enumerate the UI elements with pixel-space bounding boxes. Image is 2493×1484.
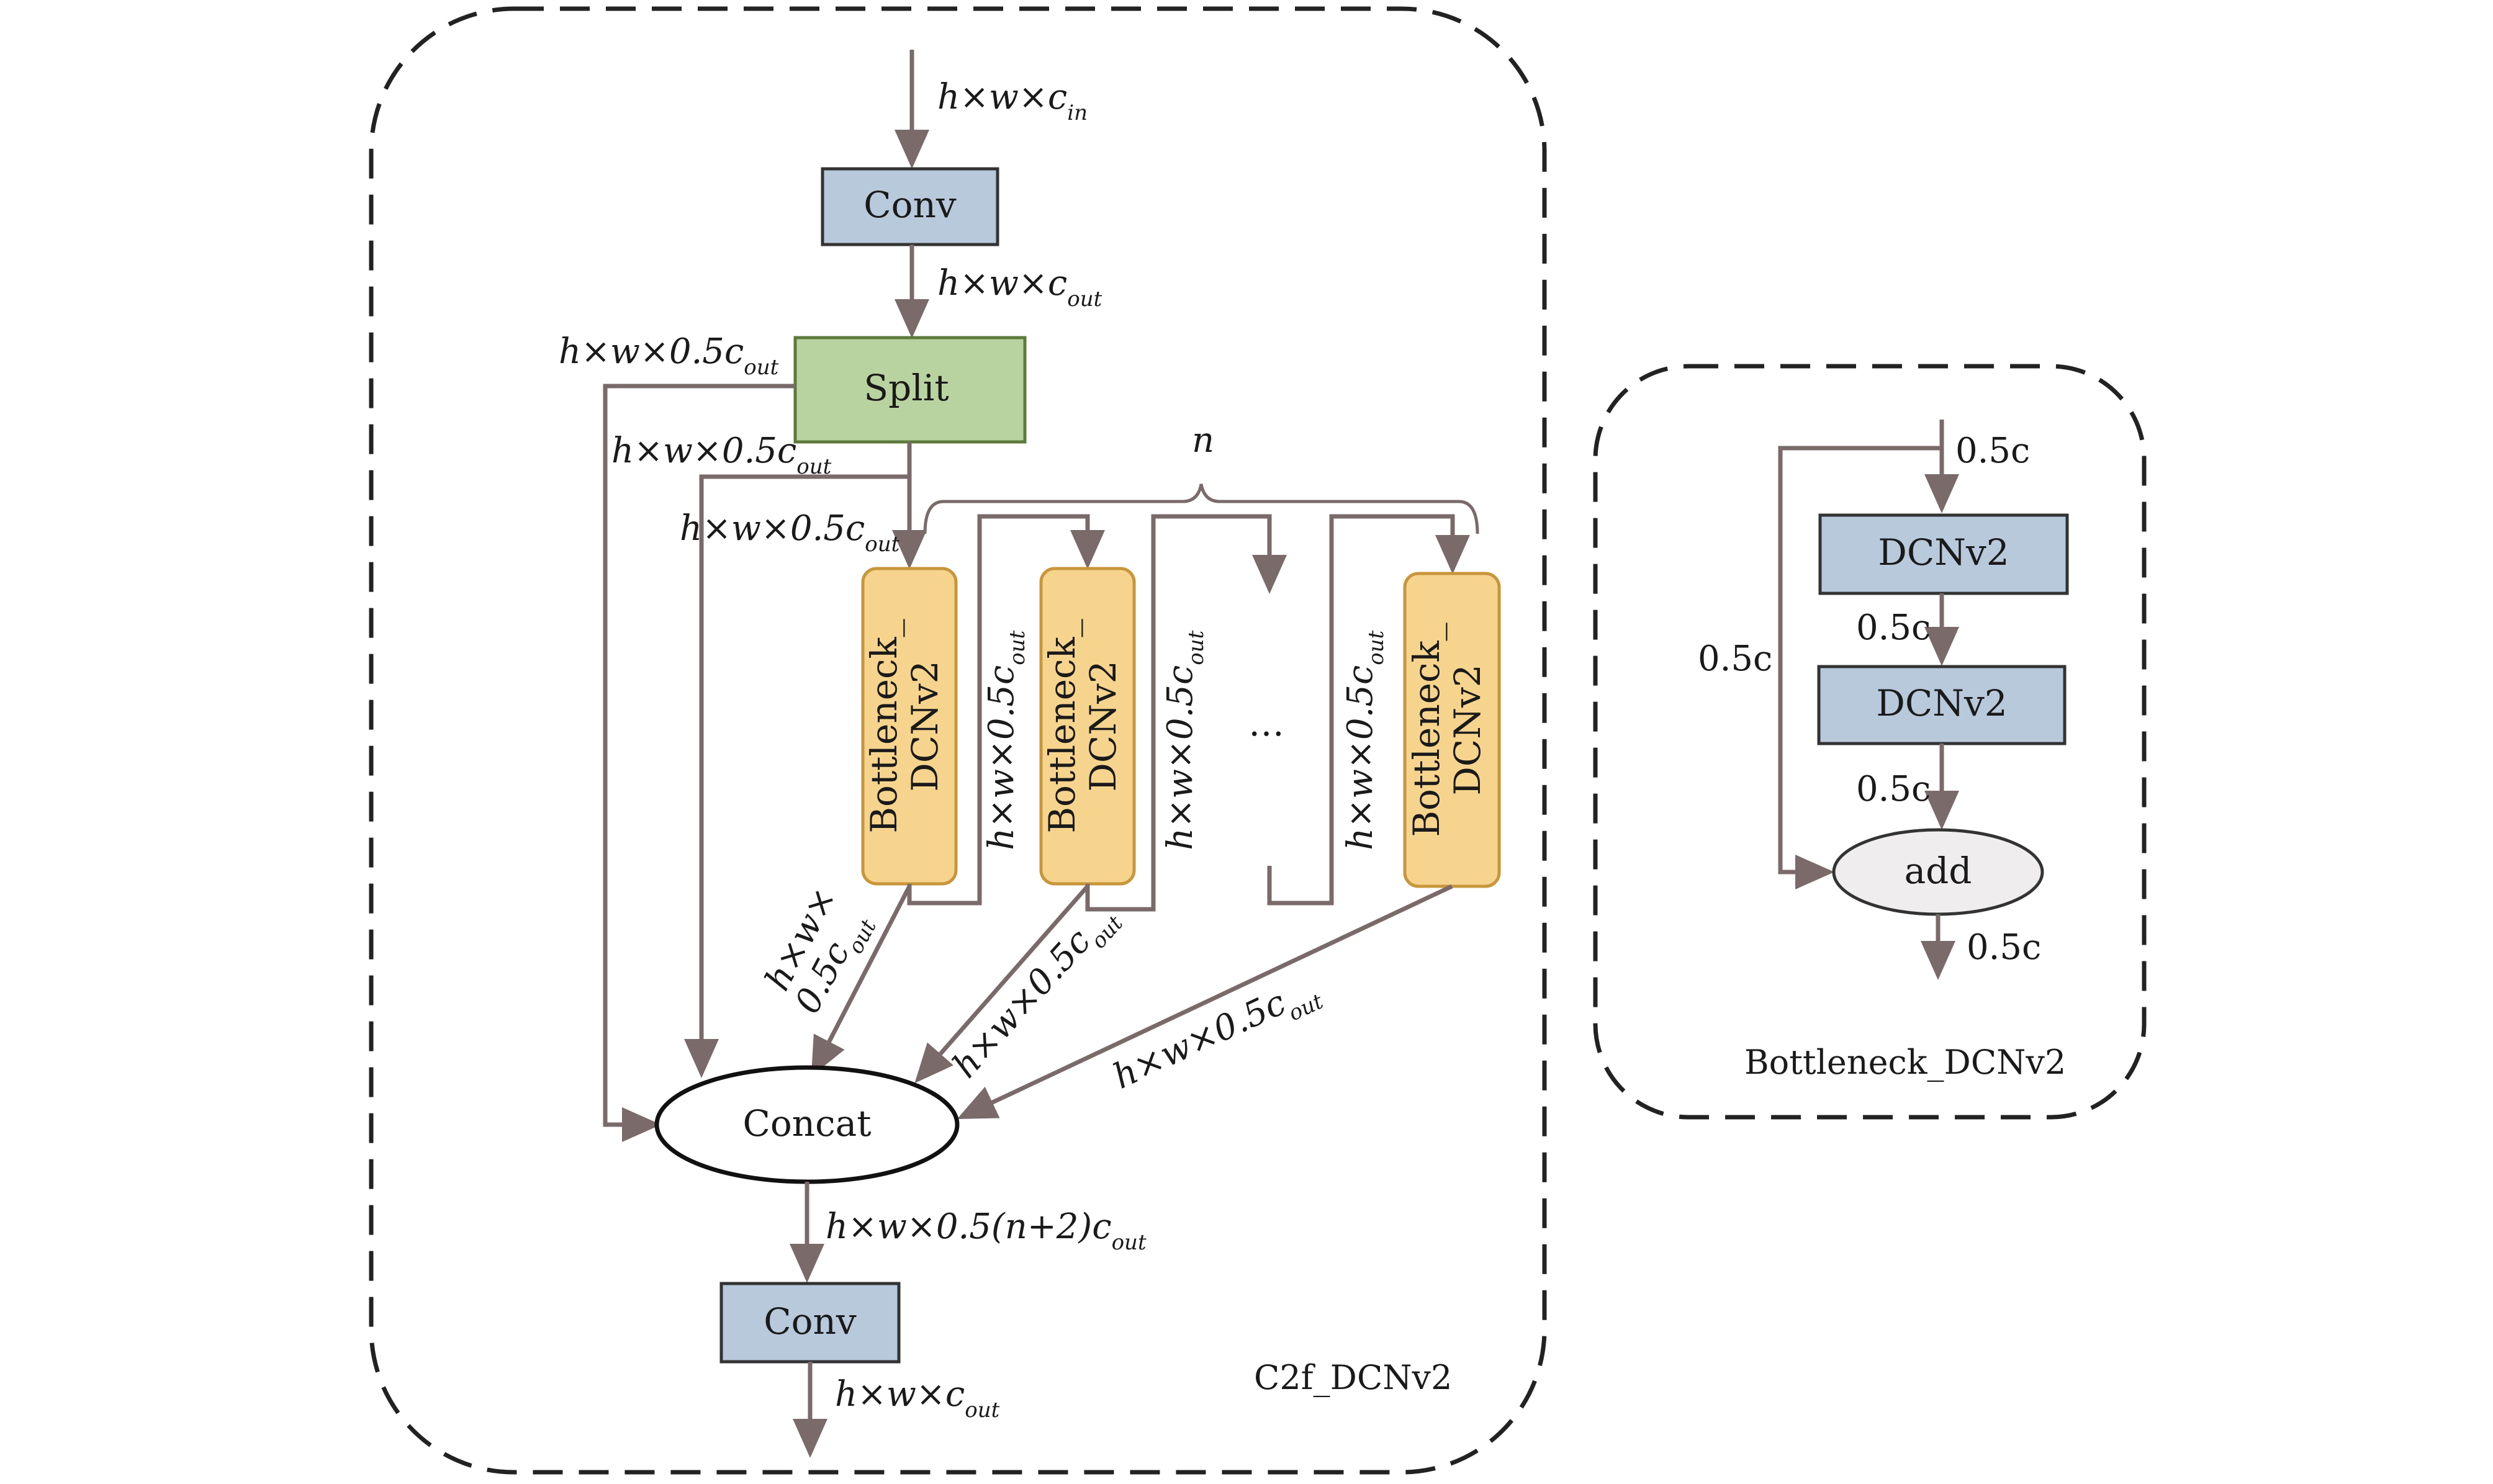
bottleneck-dcnv2-frame bbox=[1593, 364, 2147, 1120]
label-split-inner: h×w×0.5cout bbox=[680, 508, 900, 557]
arrow-bn1-to-bn2 bbox=[907, 514, 1105, 906]
label-to-add: 0.5c bbox=[1856, 769, 1931, 809]
label-right-input: 0.5c bbox=[1955, 431, 2030, 471]
label-final-out: h×w×cout bbox=[835, 1374, 1000, 1423]
label-split-left: h×w×0.5cout bbox=[559, 331, 779, 380]
label-diag3: h×w×0.5cout bbox=[1107, 968, 1327, 1105]
conv-bottom-box bbox=[719, 1282, 901, 1364]
dcnv2-1-label: DCNv2 bbox=[1878, 531, 2009, 573]
c2f-dcnv2-frame bbox=[369, 6, 1547, 1475]
arrow-bn2-to-next bbox=[1085, 514, 1287, 912]
label-diag2: h×w×0.5cout bbox=[945, 895, 1128, 1091]
bottleneck-1-label-2: DCNv2 bbox=[904, 660, 946, 791]
bottleneck-2-label-2: DCNv2 bbox=[1082, 660, 1124, 791]
bottleneck-2-label-1: Bottleneck_ bbox=[1041, 619, 1083, 833]
label-bn2-out: h×w×0.5cout bbox=[1160, 630, 1209, 850]
dcnv2-2-label: DCNv2 bbox=[1876, 682, 2007, 724]
concat-label: Concat bbox=[742, 1102, 871, 1144]
bottleneck-dcnv2-caption: Bottleneck_DCNv2 bbox=[1744, 1043, 2066, 1082]
label-after-conv: h×w×cout bbox=[937, 263, 1102, 312]
label-input: h×w×cin bbox=[937, 77, 1088, 125]
dcnv2-2-box bbox=[1817, 665, 2067, 745]
dcnv2-1-box bbox=[1818, 513, 2069, 595]
split-label: Split bbox=[863, 367, 949, 409]
conv-top-box bbox=[821, 167, 999, 246]
label-bn3-out: h×w×0.5cout bbox=[1340, 630, 1389, 850]
brace-n-label: n bbox=[1192, 420, 1214, 461]
label-concat-out: h×w×0.5(n+2)cout bbox=[826, 1207, 1147, 1255]
add-label: add bbox=[1905, 850, 1972, 892]
label-right-output: 0.5c bbox=[1967, 927, 2041, 968]
arrow-bn2-to-concat bbox=[914, 884, 1089, 1084]
arrow-bn1-to-concat bbox=[811, 885, 912, 1077]
label-split-mid: h×w×0.5cout bbox=[611, 431, 832, 479]
label-between-dcn: 0.5c bbox=[1856, 608, 1931, 648]
bottleneck-n-label-2: DCNv2 bbox=[1446, 664, 1489, 795]
label-bn1-out: h×w×0.5cout bbox=[981, 630, 1030, 850]
arrow-to-bottleneck-n bbox=[1267, 514, 1470, 906]
arrow-bnn-to-concat bbox=[957, 884, 1453, 1120]
conv-bottom-label: Conv bbox=[764, 1300, 857, 1342]
arrow-split-mid-to-concat bbox=[684, 442, 912, 1078]
arrow-split-left-to-concat bbox=[603, 384, 795, 1142]
label-skip: 0.5c bbox=[1698, 639, 1772, 679]
bottleneck-1-label-1: Bottleneck_ bbox=[863, 619, 905, 833]
c2f-dcnv2-caption: C2f_DCNv2 bbox=[1254, 1358, 1452, 1397]
conv-top-label: Conv bbox=[863, 184, 957, 226]
arrow-skip-to-add bbox=[1778, 446, 1942, 889]
bottleneck-ellipsis: … bbox=[1248, 702, 1284, 744]
brace-n bbox=[923, 483, 1479, 534]
bottleneck-n-label-1: Bottleneck_ bbox=[1405, 623, 1448, 837]
